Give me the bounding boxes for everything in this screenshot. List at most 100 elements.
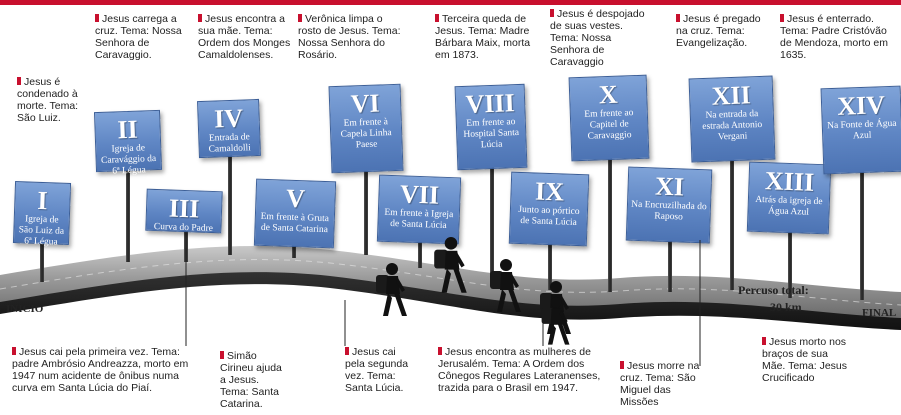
caption-marker [345,347,349,355]
caption-marker [438,347,442,355]
station-location: Na Fonte de Água Azul [826,118,897,142]
sign-pole-iv [228,155,232,255]
station-caption-iv: Jesus encontra a sua mãe. Tema: Ordem do… [198,13,293,61]
caption-marker [780,14,784,22]
station-number: XIII [764,166,815,197]
station-caption-ix: Jesus encontra as mulheres de Jerusalém.… [438,346,613,394]
station-caption-xiv: Jesus é enterrado. Tema: Padre Cristóvão… [780,13,898,61]
station-number: XI [654,171,685,202]
station-number: VIII [465,88,516,119]
road-start-label: INÍCIO [6,303,44,315]
road-side [0,258,901,330]
road-surface [0,246,901,318]
station-location: Na Encruzilhada do Raposo [631,199,707,223]
station-location: Atrás da igreja de Água Azul [755,194,823,218]
caption-text: Jesus é condenado à morte. Tema: São Lui… [17,76,79,124]
station-number: XIV [836,90,886,121]
caption-text: Jesus cai pela segunda vez. Tema: Santa … [345,346,409,394]
station-number: IX [534,176,565,207]
station-number: VI [350,88,381,119]
distance-title: Percuso total: [738,283,809,297]
station-location: Na entrada da estrada Antonio Vergani [702,109,763,143]
station-number: V [285,183,306,214]
caption-text: Simão Cirineu ajuda a Jesus. Tema: Santa… [220,350,282,410]
station-location: Entrada de Camaldolli [208,132,251,155]
sign-pole-viii [490,167,494,280]
caption-marker [17,77,21,85]
station-caption-i: Jesus é condenado à morte. Tema: São Lui… [17,76,79,124]
caption-marker [198,14,202,22]
caption-marker [550,9,554,17]
caption-marker [95,14,99,22]
sign-pole-i [40,240,44,282]
caption-text: Jesus morre na cruz. Tema: São Miguel da… [620,360,700,408]
sign-pole-x [608,158,612,292]
station-location: Em frente à Capela Linha Paese [340,117,392,151]
sign-pole-xi [668,240,672,292]
station-number: VII [399,179,440,210]
top-accent-bar [0,0,901,5]
sign-pole-xiii [788,231,792,298]
station-caption-xi: Jesus morre na cruz. Tema: São Miguel da… [620,360,700,408]
pilgrim-silhouette-5 [541,296,570,345]
caption-marker [12,347,16,355]
pilgrim-silhouette-1 [376,263,407,316]
caption-marker [620,361,624,369]
distance-value: 30 km [770,300,802,314]
sign-pole-xii [730,159,734,290]
station-number: IV [213,103,244,134]
station-location: Igreja de Caravággio da 6ª Légua [100,143,157,177]
pilgrim-silhouette-3 [490,259,521,312]
station-location: Em frente à Gruta de Santa Catarina [260,211,330,236]
station-caption-viii: Terceira queda de Jesus. Tema: Madre Bár… [435,13,540,61]
caption-text: Terceira queda de Jesus. Tema: Madre Bár… [435,13,531,61]
station-number: XII [711,80,752,111]
sign-pole-iii [184,230,188,262]
station-caption-xii: Jesus é pregado na cruz. Tema: Evangeliz… [676,13,766,49]
station-caption-v: Simão Cirineu ajuda a Jesus. Tema: Santa… [220,350,290,410]
caption-text: Jesus é enterrado. Tema: Padre Cristóvão… [780,13,888,61]
caption-text: Jesus cai pela primeira vez. Tema: padre… [12,346,189,394]
station-number: I [36,185,49,216]
station-caption-x: Jesus é despojado de suas vestes. Tema: … [550,8,650,68]
station-number: II [116,114,139,145]
pilgrim-silhouette-2 [434,237,467,293]
caption-marker [762,337,766,345]
caption-marker [435,14,439,22]
caption-marker [298,14,302,22]
station-location: Em frente ao Hospital Santa Lúcia [463,117,520,151]
sign-pole-xiv [860,171,864,300]
caption-marker [220,351,224,359]
station-location: Em frente à Igreja de Santa Lúcia [384,207,454,231]
sign-pole-vii [418,241,422,268]
station-caption-vii: Jesus cai pela segunda vez. Tema: Santa … [345,346,415,394]
station-location: Igreja de São Luiz da 6ª Légua [18,214,65,248]
caption-text: Verônica limpa o rosto de Jesus. Tema: N… [298,13,401,61]
station-number: III [168,193,200,224]
station-caption-xiii: Jesus morto nos braços de sua Mãe. Tema:… [762,336,847,384]
station-caption-vi: Verônica limpa o rosto de Jesus. Tema: N… [298,13,408,61]
station-caption-ii: Jesus carrega a cruz. Tema: Nossa Senhor… [95,13,195,61]
road-end-label: FINAL [862,307,897,319]
caption-marker [676,14,680,22]
caption-text: Jesus encontra a sua mãe. Tema: Ordem do… [198,13,291,61]
caption-text: Jesus é despojado de suas vestes. Tema: … [550,8,645,68]
station-location: Em frente ao Capitel de Caravaggio [584,108,634,142]
station-number: X [598,79,619,110]
caption-text: Jesus carrega a cruz. Tema: Nossa Senhor… [95,13,182,61]
sign-pole-v [292,245,296,258]
